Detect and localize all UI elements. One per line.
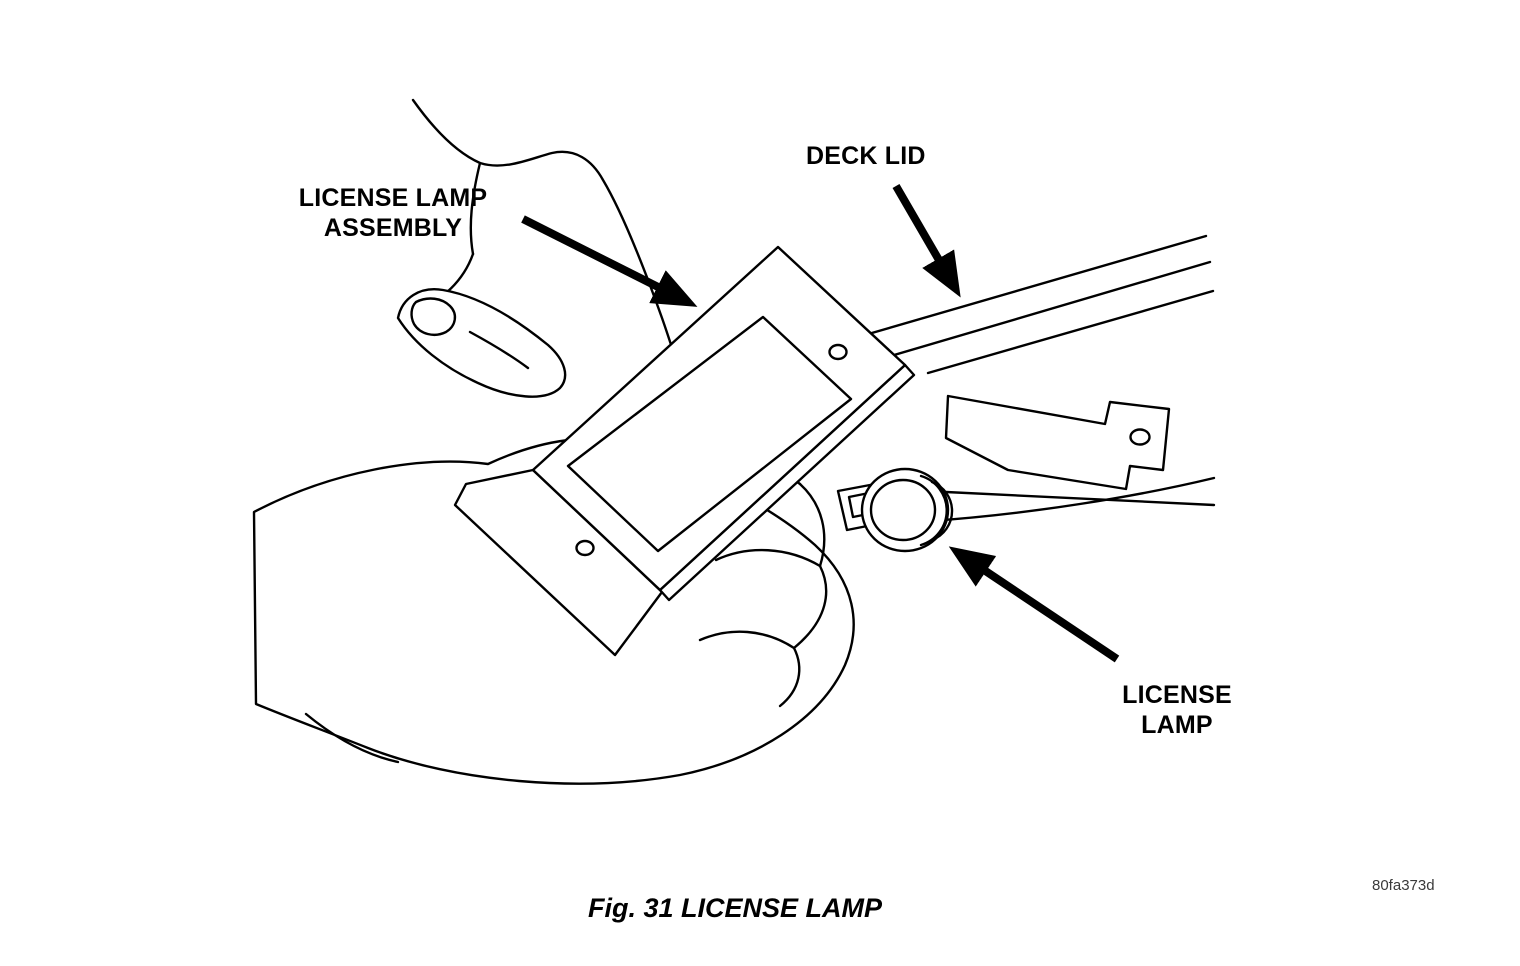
license-lamp-socket-drawing	[836, 467, 954, 553]
deck-lid-drawing	[856, 234, 1216, 523]
finger-knuckle-2	[714, 548, 822, 568]
assembly-screw-hole-top	[828, 343, 848, 361]
arrow-to-license-lamp	[948, 546, 1120, 663]
callout-arrows	[521, 183, 1120, 663]
callout-license-lamp-assembly-label: LICENSE LAMP ASSEMBLY	[298, 184, 488, 242]
deck-lid-flange-edge	[926, 289, 1215, 375]
deck-lid-lamp-opening	[944, 394, 1171, 491]
license-lamp-assembly-drawing	[453, 245, 916, 657]
socket-ridge-2	[930, 480, 954, 542]
deck-lid-screw-hole	[1129, 428, 1151, 446]
arrow-to-license-lamp-assembly	[521, 215, 698, 307]
finger-edge-1	[798, 482, 826, 568]
thumb-outline	[396, 288, 567, 398]
hand-web-crease	[469, 161, 482, 256]
arrow-to-deck-lid	[892, 183, 961, 298]
socket-body	[869, 478, 937, 542]
hand-top-edge	[411, 98, 678, 362]
deck-lid-top-edge	[856, 234, 1208, 339]
assembly-lens-opening	[566, 315, 853, 553]
deck-lid-second-edge	[882, 260, 1212, 360]
finger-edge-3	[778, 646, 801, 708]
figure-caption: Fig. 31 LICENSE LAMP	[587, 893, 883, 923]
finger-knuckle-3	[698, 630, 796, 650]
finger-edge-2	[792, 564, 828, 650]
assembly-screw-hole-bottom	[575, 539, 595, 557]
callout-deck-lid-label: DECK LID	[806, 142, 926, 170]
callout-license-lamp-label: LICENSE LAMP	[1122, 681, 1232, 739]
deck-lid-gutter-edge	[944, 490, 1216, 507]
wrist-crease	[304, 712, 400, 764]
assembly-face	[531, 245, 907, 592]
figure-reference-code: 80fa373d	[1372, 877, 1435, 894]
thumb-crease	[468, 330, 530, 370]
deck-lid-lower-edge	[928, 476, 1216, 523]
thumb-nail	[410, 297, 457, 336]
